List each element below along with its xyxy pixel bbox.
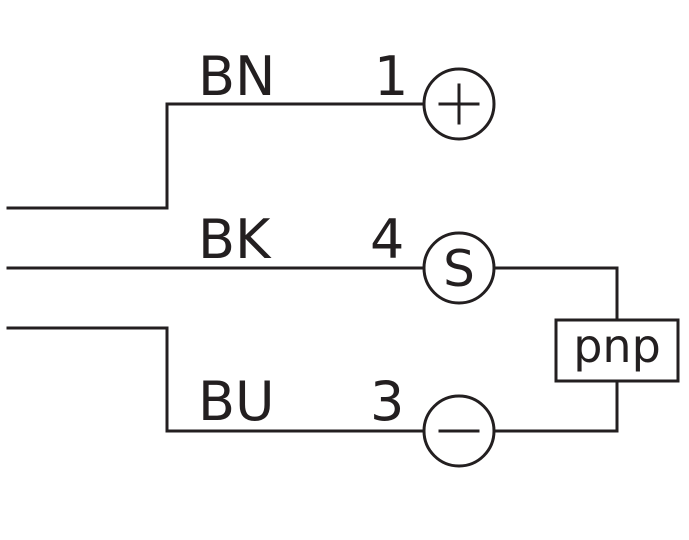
- wire-bn: [6, 102, 426, 210]
- minus-to-pnp-wire: [492, 379, 619, 433]
- wire-bn-label: BN: [198, 45, 275, 108]
- wire-bu-pin: 3: [370, 370, 404, 433]
- pnp-box: [554, 318, 680, 383]
- plus-icon: [438, 83, 480, 125]
- wire-bu: [6, 326, 426, 433]
- pnp-label: pnp: [573, 319, 661, 373]
- wire-bn-pin: 1: [374, 45, 408, 108]
- wire-bu-label: BU: [198, 370, 275, 433]
- terminal-signal-symbol: S: [443, 240, 475, 298]
- signal-to-pnp-wire: [492, 266, 619, 322]
- wire-bk-pin: 4: [370, 208, 404, 271]
- wire-bk-label: BK: [198, 208, 272, 271]
